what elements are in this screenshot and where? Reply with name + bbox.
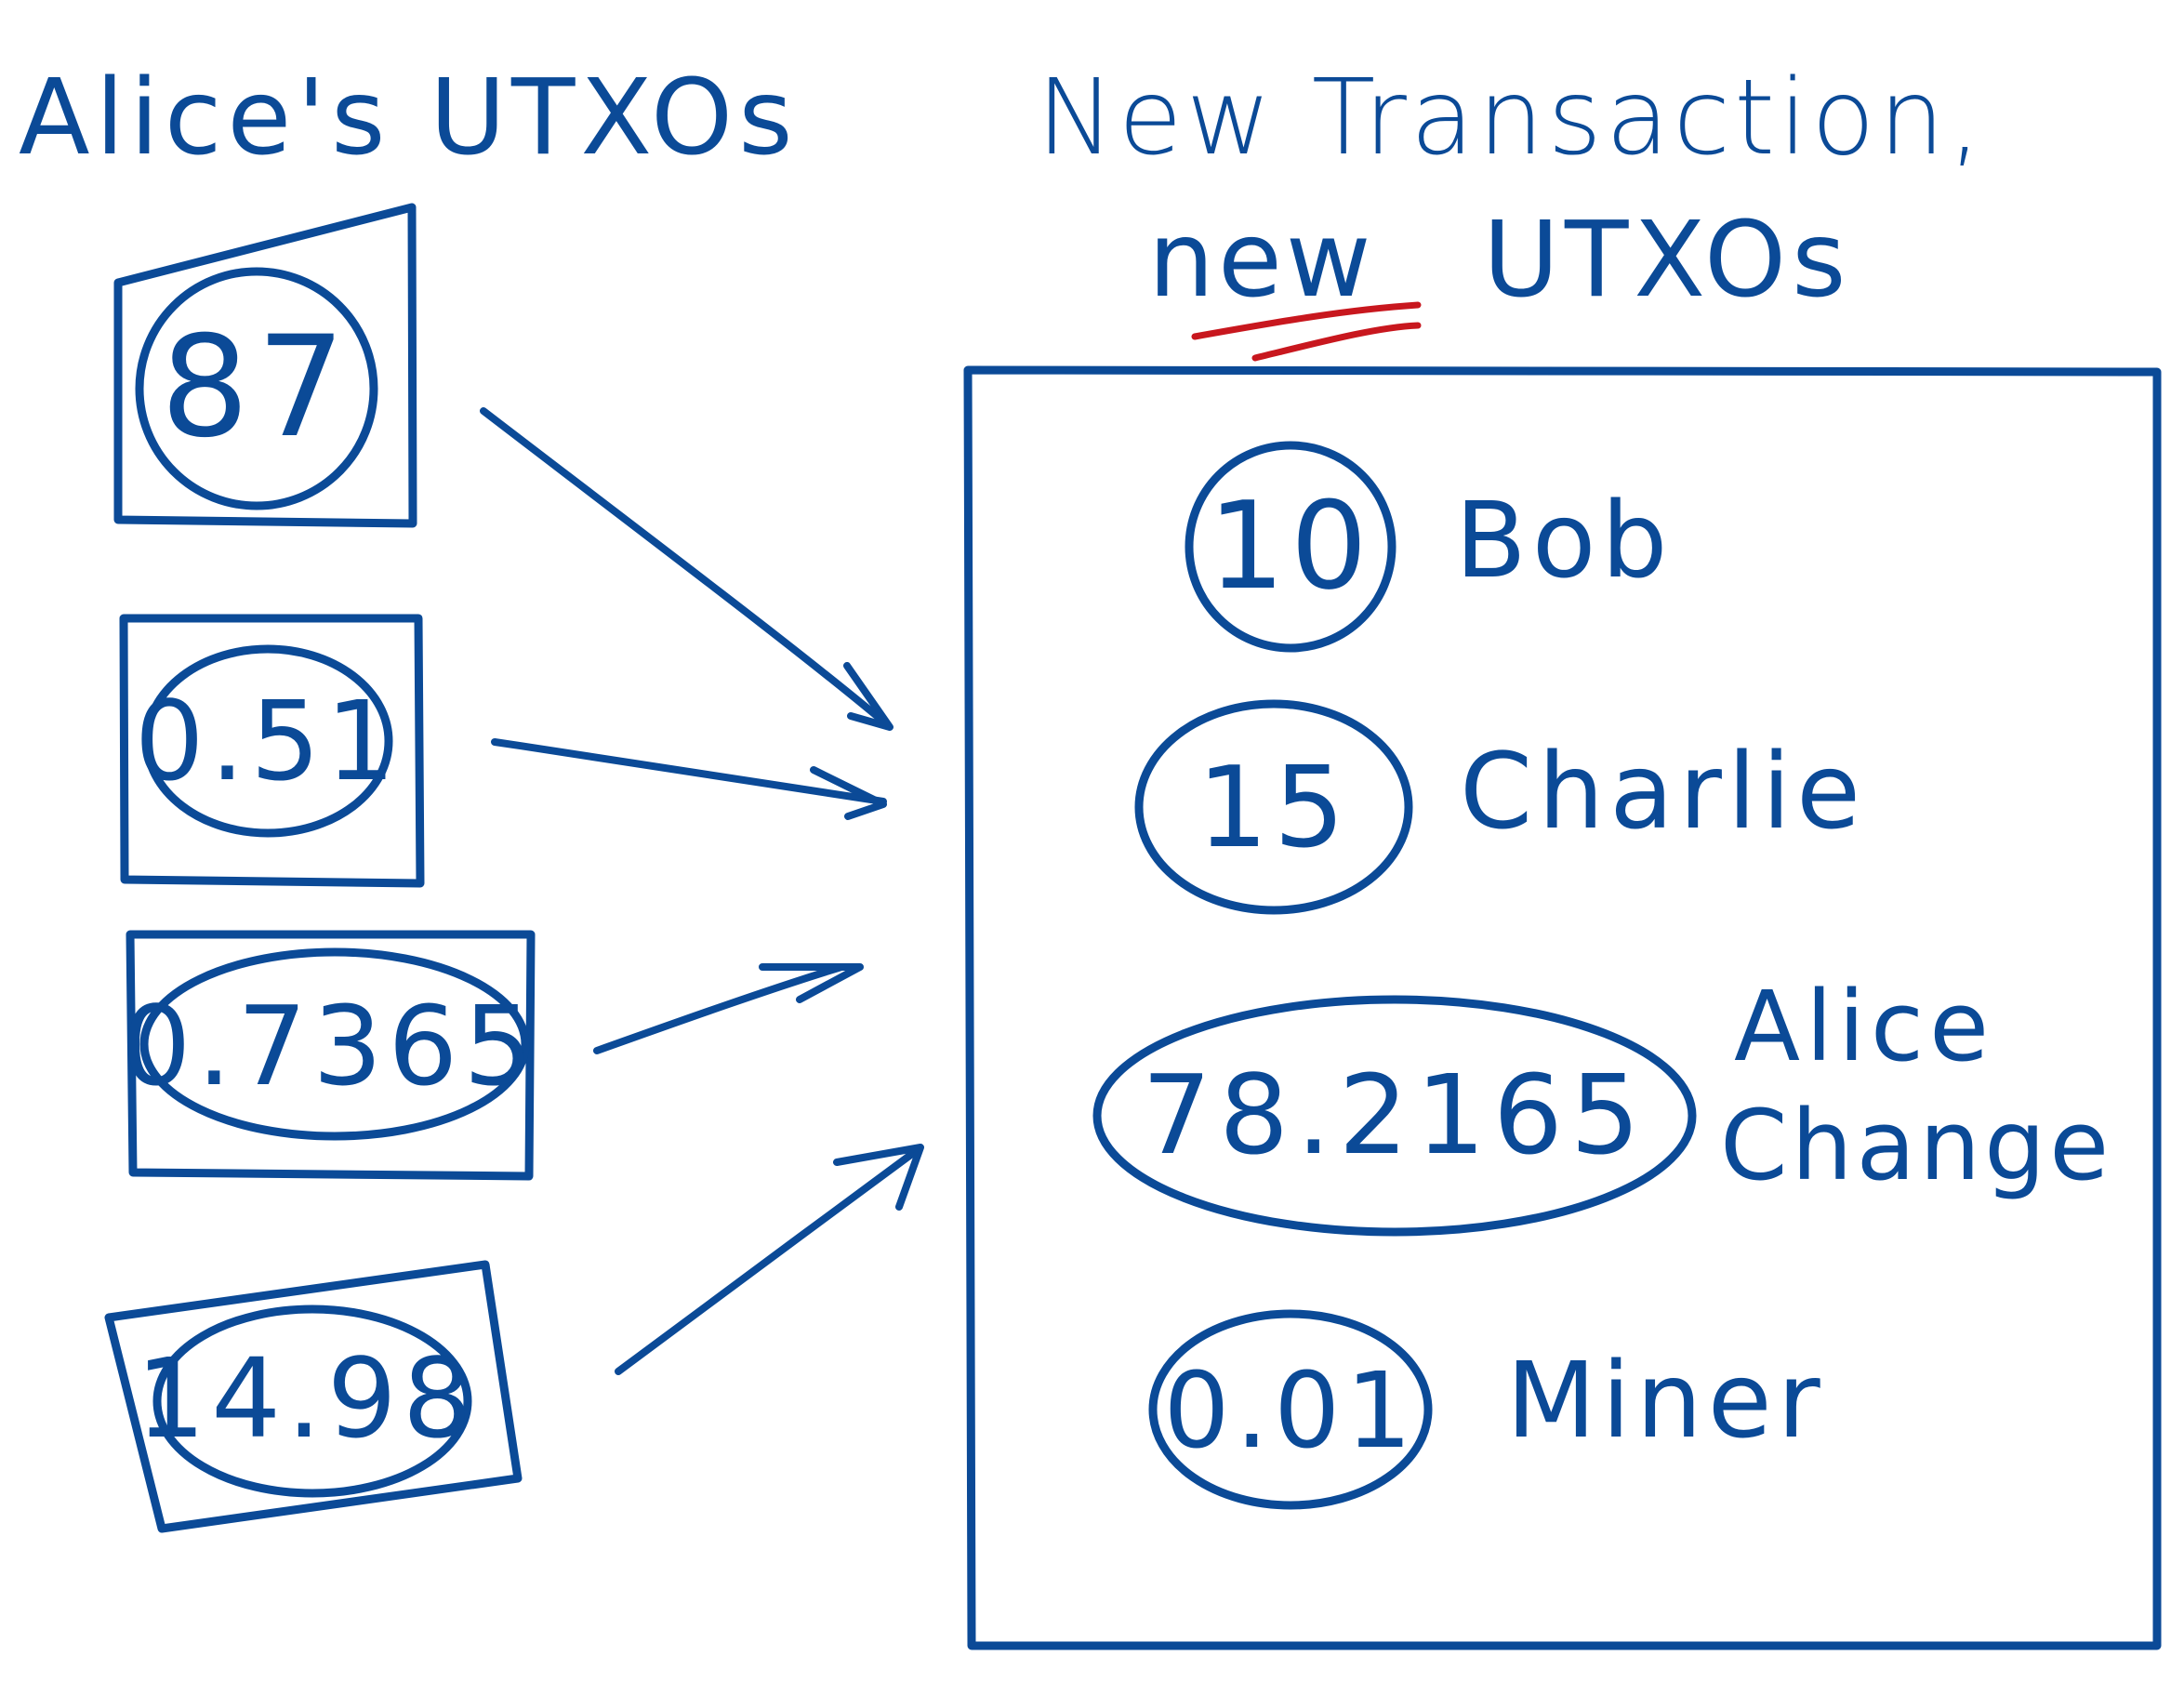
input-box	[119, 614, 425, 888]
output-ring	[1185, 441, 1396, 653]
output-amount: 78.2165	[1142, 1051, 1648, 1179]
arrow-input-3	[593, 963, 864, 1054]
output-utxo-bob: 10 Bob	[1185, 441, 1673, 653]
right-heading-line1: New Transaction,	[1037, 58, 1985, 179]
input-amount: 0.7365	[122, 982, 539, 1110]
output-label: Bob	[1455, 481, 1673, 602]
input-amount: 14.98	[136, 1334, 478, 1463]
output-utxo-alice-change: 78.2165 Alice Change	[1092, 970, 2112, 1237]
output-amount: 15	[1198, 744, 1351, 873]
arrow-input-1	[480, 407, 893, 731]
arrow-input-4	[615, 1144, 924, 1375]
input-ring	[152, 1305, 472, 1498]
input-utxo-0-51: 0.51	[119, 614, 425, 888]
output-amount: 10	[1208, 475, 1372, 616]
input-utxo-14-98: 14.98	[104, 1260, 523, 1533]
red-underline	[1191, 301, 1422, 340]
input-utxo-0-7365: 0.7365	[122, 930, 539, 1181]
input-box	[113, 203, 417, 528]
output-ring	[1092, 995, 1697, 1237]
red-underline-second	[1251, 322, 1422, 362]
input-ring	[135, 267, 378, 510]
input-utxo-87: 87	[113, 203, 417, 528]
output-label: Charlie	[1460, 732, 1866, 853]
output-label: Miner	[1506, 1341, 1826, 1462]
output-utxo-miner: 0.01 Miner	[1148, 1309, 1826, 1510]
input-box	[126, 930, 536, 1181]
output-ring	[1134, 699, 1413, 915]
input-box	[104, 1260, 523, 1533]
right-heading-underlined-word: new	[1148, 200, 1375, 321]
output-utxo-charlie: 15 Charlie	[1134, 699, 1866, 915]
output-label-line1: Alice	[1734, 970, 1994, 1083]
output-amount: 0.01	[1163, 1351, 1417, 1472]
arrow-input-2	[491, 738, 887, 820]
input-amount: 87	[161, 307, 353, 469]
input-ring	[142, 644, 393, 838]
output-label-line2: Change	[1720, 1089, 2112, 1202]
left-heading: Alice's UTXOs	[19, 58, 799, 179]
output-ring	[1148, 1309, 1433, 1510]
input-amount: 0.51	[135, 677, 402, 805]
right-heading-line2-rest: UTXOs	[1483, 200, 1851, 321]
transaction-box	[963, 365, 2162, 1650]
input-ring	[139, 947, 530, 1141]
